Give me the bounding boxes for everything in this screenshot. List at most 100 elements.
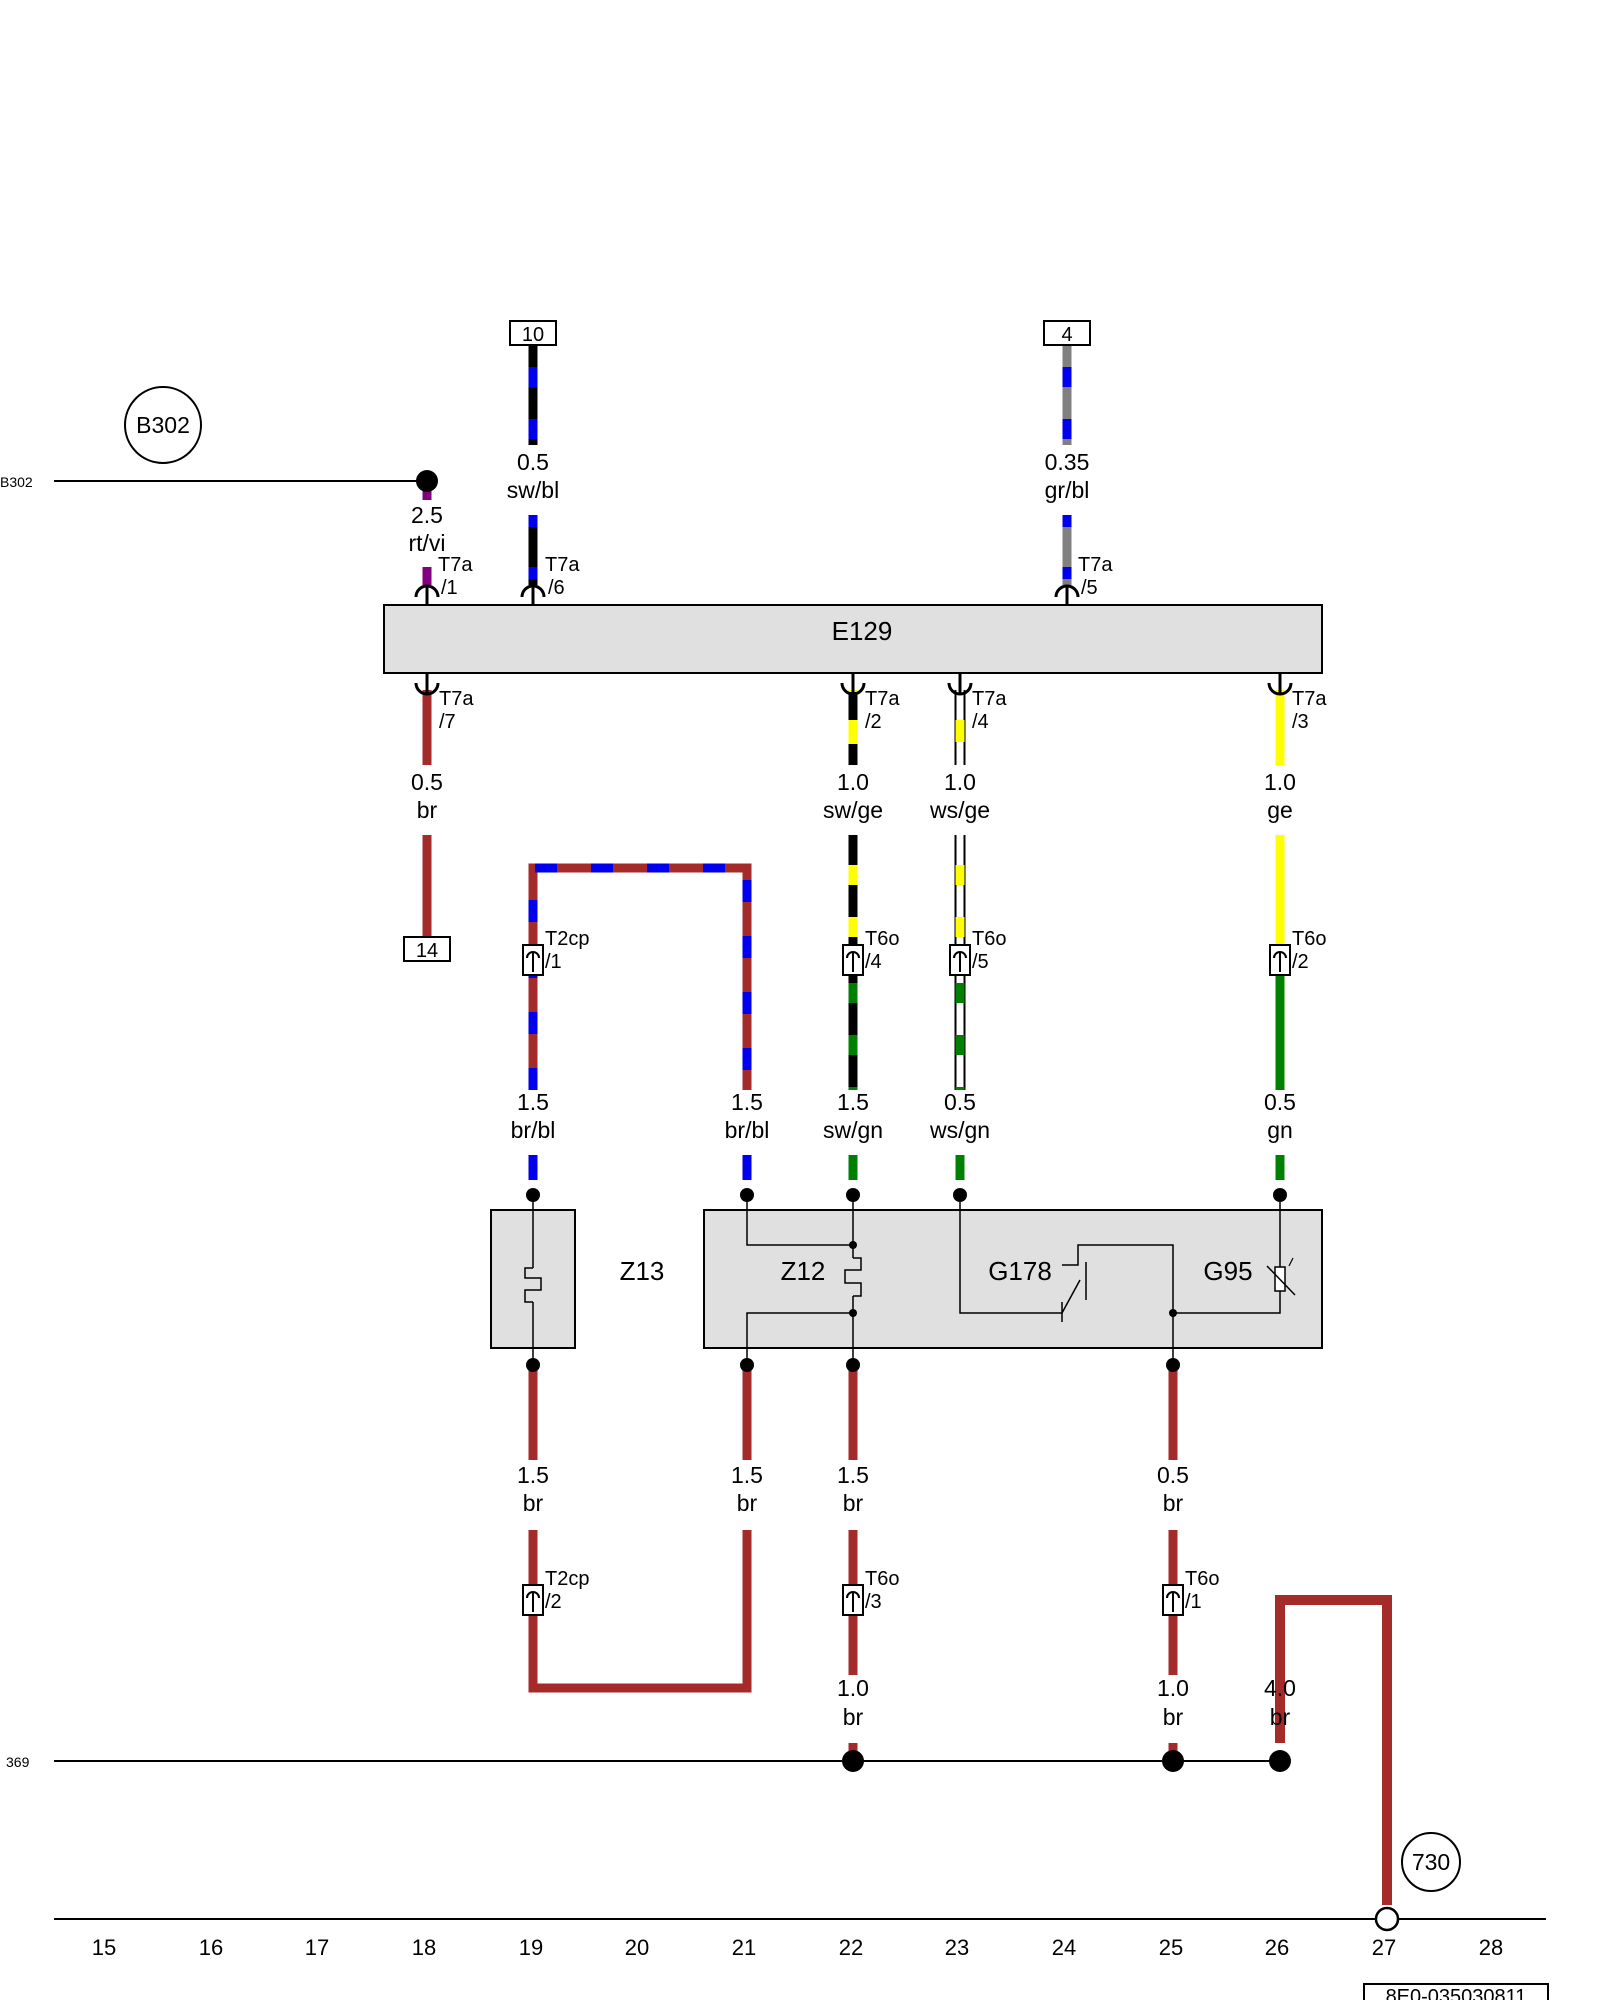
wire-label-size: 0.5: [944, 1089, 976, 1115]
column-number: 17: [305, 1935, 329, 1960]
svg-text:T7a: T7a: [439, 688, 474, 710]
connector-t2cp-2[interactable]: T2cp /2: [522, 1568, 589, 1616]
wire-label-size: 0.5: [1157, 1462, 1189, 1488]
svg-text:/5: /5: [972, 951, 989, 973]
svg-text:T2cp: T2cp: [545, 928, 589, 950]
svg-text:T6o: T6o: [1185, 1568, 1219, 1590]
b302-edge-label: B302: [0, 474, 33, 490]
connector-t7a-1[interactable]: T7a /1: [414, 554, 473, 605]
connector-t7a-4[interactable]: T7a /4: [947, 673, 1007, 733]
wire-label-color: sw/gn: [823, 1117, 883, 1143]
column-number: 28: [1479, 1935, 1503, 1960]
svg-text:14: 14: [416, 940, 438, 962]
wire-label-color: br: [843, 1704, 864, 1730]
box-4[interactable]: 4: [1043, 320, 1091, 346]
wire-label-color: ws/ge: [929, 797, 990, 823]
connector-t6o-1[interactable]: T6o /1: [1162, 1568, 1219, 1616]
wire-label-color: ge: [1267, 797, 1293, 823]
wire-label-size: 0.5: [517, 449, 549, 475]
svg-text:10: 10: [522, 324, 544, 346]
wire-label-color: br: [1163, 1704, 1184, 1730]
document-code: 8E0-035030811: [1363, 1983, 1549, 2000]
svg-text:T6o: T6o: [1292, 928, 1326, 950]
svg-text:4: 4: [1061, 324, 1072, 346]
connector-t7a-2[interactable]: T7a /2: [840, 673, 900, 733]
svg-text:T2cp: T2cp: [545, 1568, 589, 1590]
wire-label-color: rt/vi: [408, 530, 445, 556]
connector-t6o-4[interactable]: T6o /4: [842, 928, 899, 976]
svg-text:T6o: T6o: [972, 928, 1006, 950]
svg-text:T7a: T7a: [438, 554, 473, 576]
column-number: 21: [732, 1935, 756, 1960]
svg-text:8E0-035030811: 8E0-035030811: [1386, 1986, 1527, 2000]
svg-text:/1: /1: [441, 577, 458, 599]
wire-label-size: 1.5: [837, 1089, 869, 1115]
svg-text:/7: /7: [439, 711, 456, 733]
svg-text:T6o: T6o: [865, 928, 899, 950]
svg-text:/4: /4: [865, 951, 882, 973]
svg-text:730: 730: [1412, 1849, 1450, 1875]
svg-text:/5: /5: [1081, 577, 1098, 599]
wire-label-color: sw/ge: [823, 797, 883, 823]
column-number: 22: [839, 1935, 863, 1960]
connector-t2cp-1[interactable]: T2cp /1: [522, 928, 589, 976]
wire-label-color: ws/gn: [929, 1117, 990, 1143]
label-z12: Z12: [781, 1256, 826, 1286]
wire-label-size: 0.5: [1264, 1089, 1296, 1115]
component-z13[interactable]: [490, 1195, 576, 1365]
svg-text:/2: /2: [1292, 951, 1309, 973]
label-g95: G95: [1203, 1256, 1252, 1286]
svg-text:T7a: T7a: [1292, 688, 1327, 710]
ref-circle-b302[interactable]: B302: [124, 386, 202, 464]
wire-label-color: br: [737, 1490, 758, 1516]
connector-t6o-2[interactable]: T6o /2: [1269, 928, 1326, 976]
column-number: 18: [412, 1935, 436, 1960]
svg-text:/6: /6: [548, 577, 565, 599]
svg-text:T7a: T7a: [545, 554, 580, 576]
box-10[interactable]: 10: [509, 320, 557, 346]
wire-label-size: 0.35: [1045, 449, 1090, 475]
column-number: 19: [519, 1935, 543, 1960]
connector-t6o-5[interactable]: T6o /5: [949, 928, 1006, 976]
wire-label-size: 1.0: [1157, 1675, 1189, 1701]
wire-label-color: br: [1270, 1704, 1291, 1730]
wire-label-color: br: [417, 797, 438, 823]
svg-text:/1: /1: [1185, 1591, 1202, 1613]
svg-text:T6o: T6o: [865, 1568, 899, 1590]
wire-label-color: br/bl: [725, 1117, 770, 1143]
wire-label-size: 1.5: [517, 1089, 549, 1115]
connector-t7a-7[interactable]: T7a /7: [414, 673, 474, 733]
label-g178: G178: [988, 1256, 1052, 1286]
column-number: 15: [92, 1935, 116, 1960]
wire-label-size: 1.5: [731, 1089, 763, 1115]
box-14[interactable]: 14: [403, 936, 451, 962]
component-module-z12-g178-g95[interactable]: [703, 1195, 1323, 1365]
component-e129[interactable]: E129: [383, 604, 1323, 674]
svg-text:/3: /3: [865, 1591, 882, 1613]
column-number: 23: [945, 1935, 969, 1960]
wire-label-size: 1.0: [944, 769, 976, 795]
ref-circle-730[interactable]: 730: [1401, 1832, 1461, 1892]
wire-label-color: sw/bl: [507, 477, 559, 503]
connector-t6o-3[interactable]: T6o /3: [842, 1568, 899, 1616]
connector-t7a-3[interactable]: T7a /3: [1267, 673, 1327, 733]
connector-t7a-5[interactable]: T7a /5: [1054, 554, 1113, 605]
svg-text:T7a: T7a: [865, 688, 900, 710]
wire-label-color: gr/bl: [1045, 477, 1090, 503]
wire-label-color: gn: [1267, 1117, 1293, 1143]
wire-label-size: 1.5: [731, 1462, 763, 1488]
column-number: 16: [199, 1935, 223, 1960]
wire-label-size: 1.5: [517, 1462, 549, 1488]
wire-label-size: 1.0: [837, 769, 869, 795]
label-z13: Z13: [620, 1256, 665, 1286]
wire-label-size: 1.5: [837, 1462, 869, 1488]
column-numbers: 15 16 17 18 19 20 21 22 23 24 25 26 27 2…: [92, 1935, 1503, 1960]
wire-labels: 0.5 sw/bl 0.35 gr/bl 2.5 rt/vi 0.5 br 1.…: [408, 449, 1296, 1730]
wire-label-size: 2.5: [411, 502, 443, 528]
svg-text:/1: /1: [545, 951, 562, 973]
wire-label-size: 1.0: [1264, 769, 1296, 795]
svg-text:T7a: T7a: [1078, 554, 1113, 576]
connector-t7a-6[interactable]: T7a /6: [520, 554, 580, 605]
edge-label-369: 369: [6, 1754, 30, 1770]
